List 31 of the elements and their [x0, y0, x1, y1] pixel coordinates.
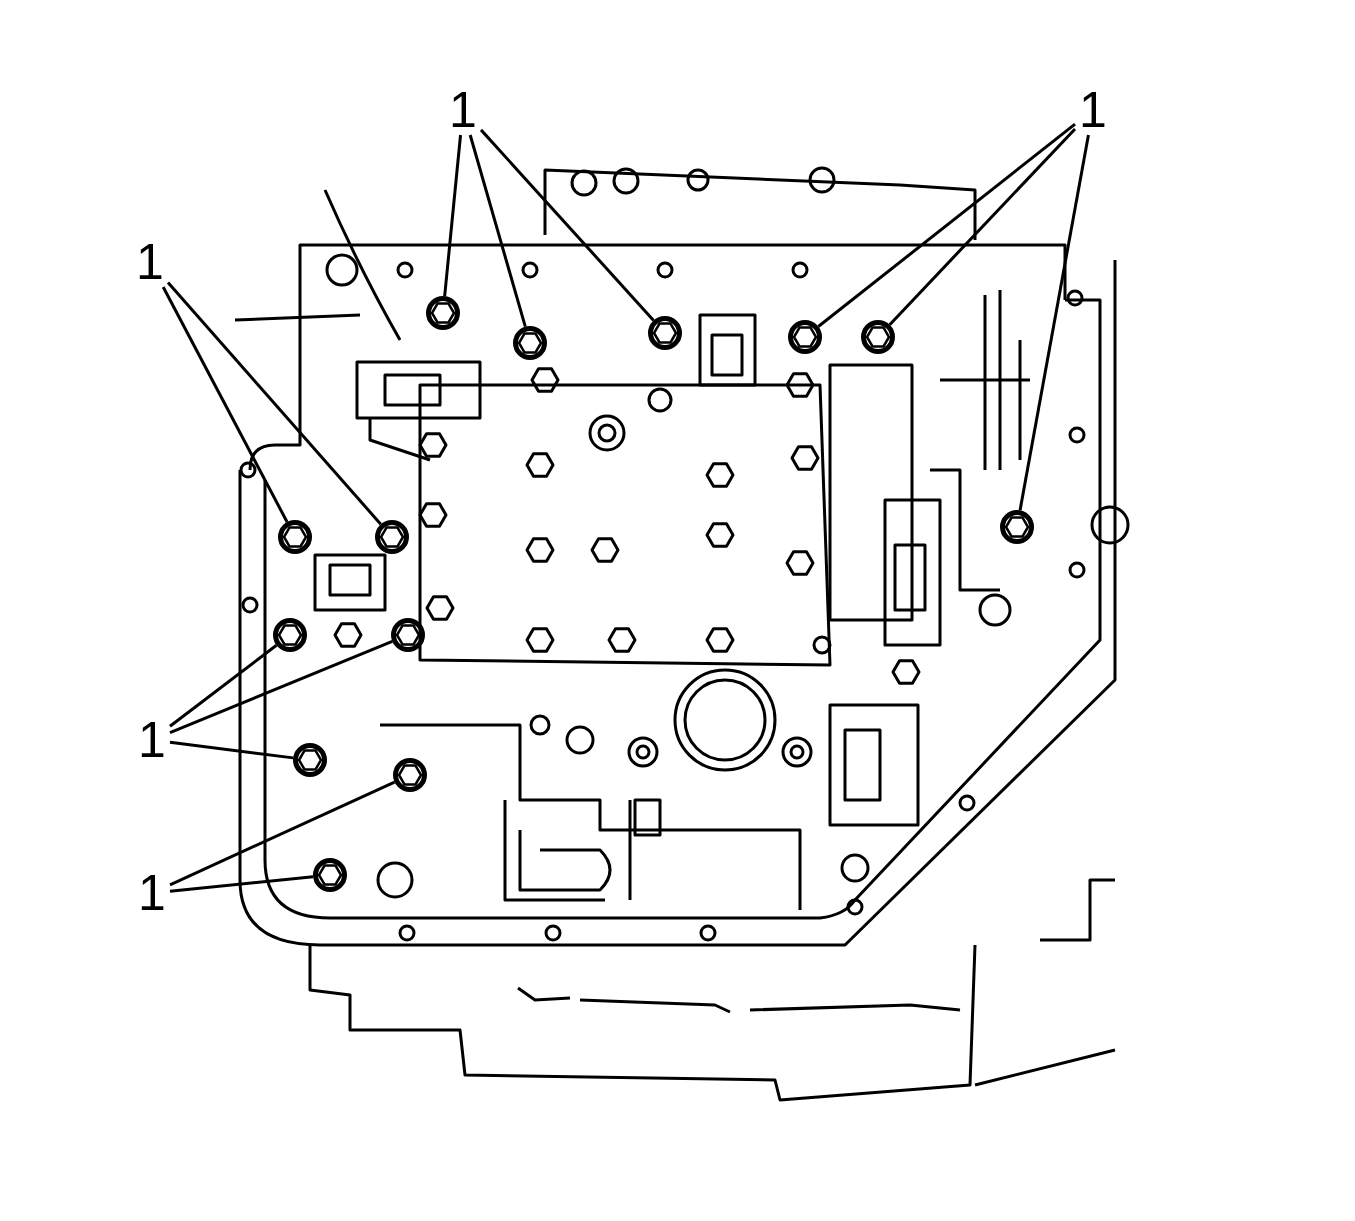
- bolt: [278, 520, 312, 554]
- leader-line: [817, 123, 1076, 328]
- bolt: [375, 520, 409, 554]
- leader-line: [169, 780, 396, 887]
- bolt: [648, 316, 682, 350]
- leader-line: [169, 640, 393, 734]
- leader-line: [166, 281, 382, 526]
- callout-number: 1: [136, 717, 168, 763]
- leader-line: [443, 134, 463, 297]
- callout-number: 1: [134, 239, 166, 285]
- leader-line: [1018, 134, 1090, 511]
- bolt: [273, 618, 307, 652]
- bolt: [426, 296, 460, 330]
- leader-line: [479, 128, 655, 322]
- bolt: [393, 758, 427, 792]
- bolt: [313, 858, 347, 892]
- callout-number: 1: [1077, 87, 1109, 133]
- callout-number: 1: [447, 87, 479, 133]
- bolt: [293, 743, 327, 777]
- leader-line: [169, 740, 294, 760]
- leader-line: [888, 127, 1077, 326]
- leader-line: [161, 286, 289, 523]
- bolt: [391, 618, 425, 652]
- leader-line: [468, 134, 527, 328]
- callout-number: 1: [136, 870, 168, 916]
- bolt: [513, 326, 547, 360]
- bolt: [1000, 510, 1034, 544]
- bolt: [861, 320, 895, 354]
- leader-line: [169, 875, 314, 893]
- leader-line: [169, 644, 278, 728]
- bolt: [788, 320, 822, 354]
